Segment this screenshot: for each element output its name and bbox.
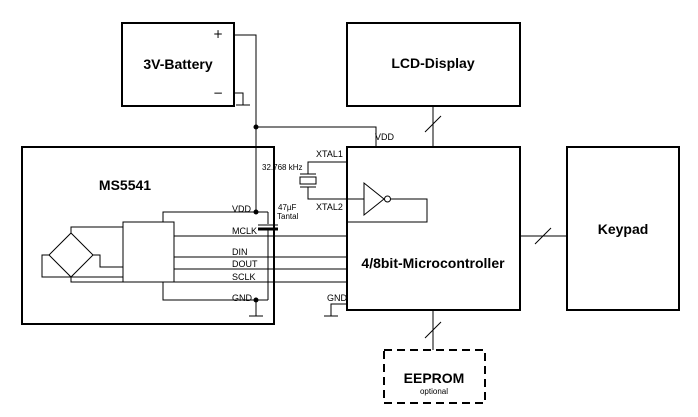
- battery-minus-sign: −: [213, 86, 223, 100]
- xtal2-label: XTAL2: [316, 202, 343, 212]
- sensor-label: MS5541: [99, 177, 151, 193]
- xtal1-wire: [307, 161, 347, 174]
- mclk-label: MCLK: [232, 226, 257, 236]
- cap-type-label: Tantal: [277, 212, 299, 221]
- xtal2-wire: [307, 187, 364, 200]
- keypad-box: [566, 146, 680, 311]
- battery-box: [121, 22, 235, 107]
- mcu-label: 4/8bit-Microcontroller: [361, 255, 505, 271]
- battery-label: 3V-Battery: [143, 56, 212, 72]
- lcd-label: LCD-Display: [391, 55, 474, 71]
- vdd-junction-dot: [253, 209, 259, 215]
- xtal1-label: XTAL1: [316, 149, 343, 159]
- battery-gnd-wire: [234, 92, 244, 105]
- lcd-bus-slash: [424, 115, 442, 133]
- inverter-symbol: [363, 181, 385, 217]
- oscillator-feedback-wire: [347, 198, 428, 223]
- mcu-gnd-wire: [330, 303, 347, 316]
- din-label: DIN: [232, 247, 248, 257]
- cap-value-label: 47µF: [278, 203, 297, 212]
- bridge-right-wire: [93, 254, 123, 268]
- battery-plus-sign: +: [213, 27, 223, 41]
- supply-rail-wire: [234, 34, 257, 212]
- sensor-asic: [122, 221, 175, 283]
- bridge-bottom-wire: [70, 277, 123, 283]
- sensor-gnd-label: GND: [232, 293, 253, 303]
- eeprom-label: EEPROM: [404, 370, 465, 386]
- crystal-frequency-label: 32.768 kHz: [262, 163, 302, 172]
- battery-block: 3V-Battery + −: [121, 22, 235, 107]
- eeprom-bus-slash: [424, 321, 442, 339]
- sensor-vdd-wire: [162, 211, 268, 222]
- mcu-vdd-label: VDD: [375, 132, 395, 142]
- keypad-label: Keypad: [598, 221, 649, 237]
- bridge-top-wire: [70, 226, 123, 233]
- inverter-bubble: [384, 195, 391, 203]
- dout-label: DOUT: [232, 259, 258, 269]
- sensor-gnd-wire: [162, 282, 268, 301]
- mcu-gnd-label: GND: [327, 293, 348, 303]
- mcu-block: 4/8bit-Microcontroller VDD XTAL1 XTAL2 G…: [316, 132, 521, 311]
- eeprom-optional-label: optional: [420, 387, 448, 396]
- keypad-bus-slash: [534, 227, 552, 245]
- lcd-block: LCD-Display: [346, 22, 521, 107]
- sensor-vdd-label: VDD: [232, 204, 252, 214]
- keypad-block: Keypad: [566, 146, 680, 311]
- sensor-bridge: [48, 232, 94, 278]
- crystal-body: [299, 176, 317, 185]
- eeprom-block: EEPROM optional: [383, 349, 486, 404]
- supply-junction-dot: [253, 124, 259, 130]
- wiring: 47µF Tantal 32.768 kHz: [41, 34, 567, 350]
- sclk-label: SCLK: [232, 272, 256, 282]
- mcu-box: [346, 146, 521, 311]
- mcu-vdd-wire: [256, 126, 377, 147]
- bridge-left-wire: [41, 254, 123, 278]
